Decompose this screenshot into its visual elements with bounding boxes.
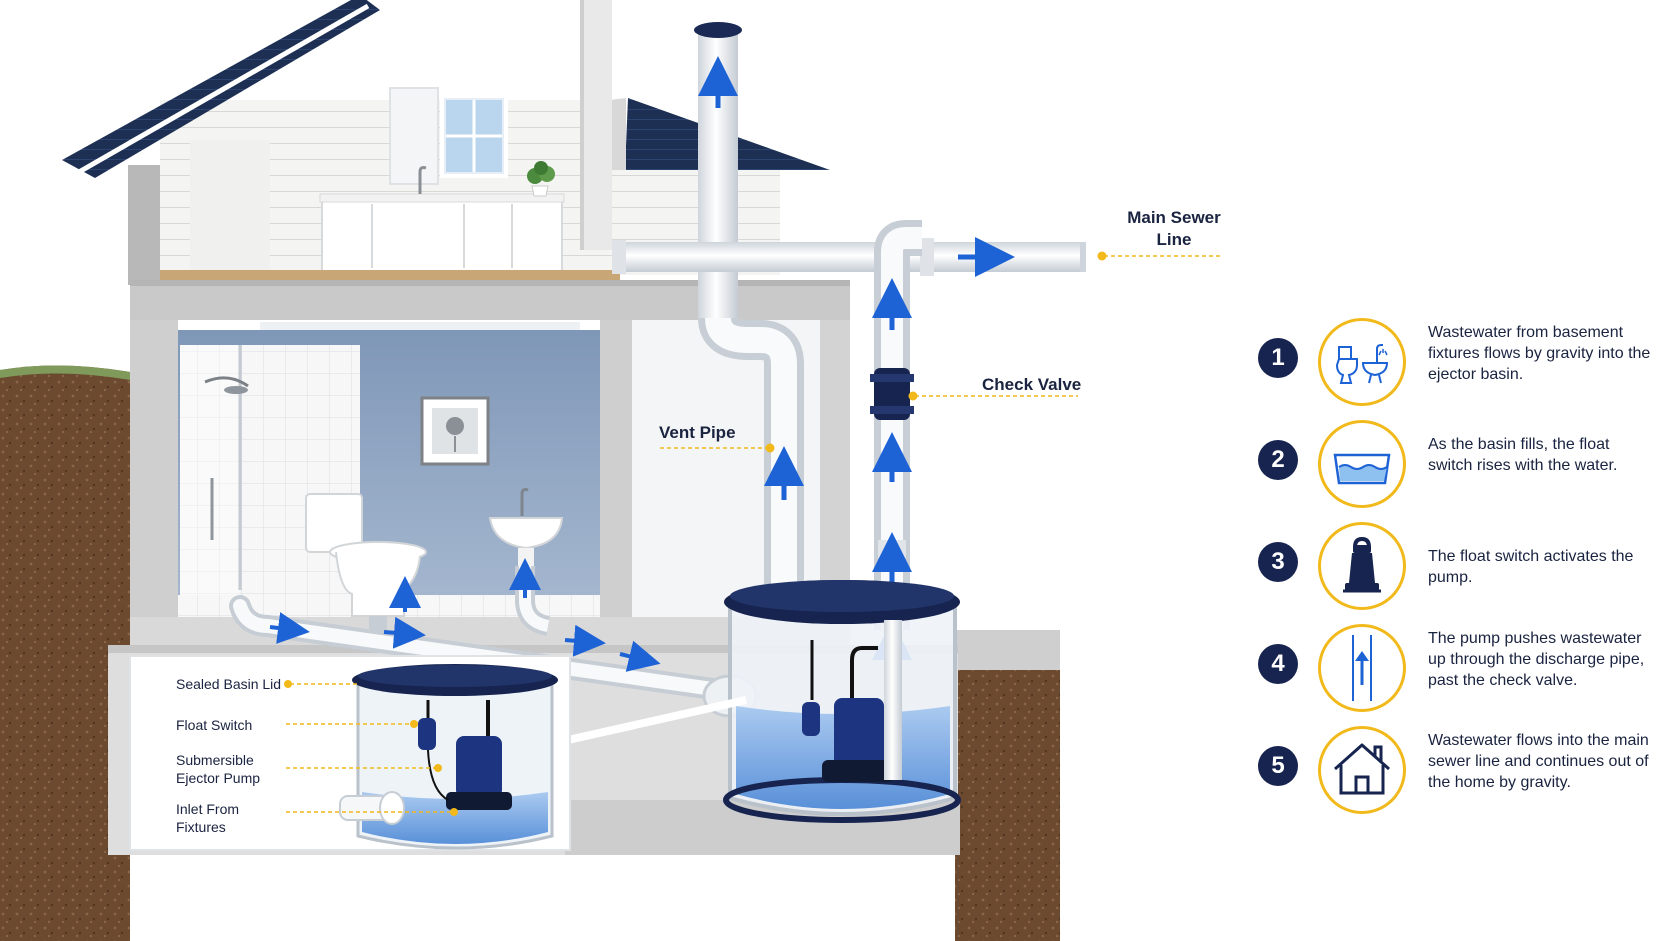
pump-icon (1318, 522, 1406, 610)
step-number: 5 (1258, 746, 1298, 786)
basin-water-icon (1318, 420, 1406, 508)
basin-detail-inset (129, 655, 747, 851)
submersible-ejector-pump-label: Submersible Ejector Pump (176, 752, 261, 786)
main-sewer-pipe (612, 237, 1086, 277)
discharge-pipe-arrow-icon (1318, 624, 1406, 712)
check-valve-label: Check Valve (982, 375, 1082, 394)
ejector-basin (723, 580, 961, 823)
vent-pipe-label: Vent Pipe (659, 423, 736, 442)
inlet-from-fixtures-label: Inlet From Fixtures (176, 801, 240, 835)
step-text: Wastewater flows into the main sewer lin… (1428, 732, 1649, 791)
step-number: 3 (1258, 542, 1298, 582)
step-text: The pump pushes wastewater up through th… (1428, 630, 1645, 689)
step-4: 4 The pump pushes wastewater up through … (1258, 624, 1658, 720)
sealed-basin-lid-label: Sealed Basin Lid (176, 676, 282, 692)
step-number: 4 (1258, 644, 1298, 684)
step-text: Wastewater from basement fixtures flows … (1428, 324, 1651, 383)
step-text: As the basin fills, the float switch ris… (1428, 436, 1618, 474)
step-number: 1 (1258, 338, 1298, 378)
step-5: 5 Wastewater flows into the main sewer l… (1258, 726, 1658, 822)
step-text: The float switch activates the pump. (1428, 548, 1634, 586)
step-number: 2 (1258, 440, 1298, 480)
toilet-sink-icon (1318, 318, 1406, 406)
discharge-pipe (870, 220, 922, 666)
step-3: 3 The float switch activates the pump. (1258, 522, 1658, 618)
step-1: 1 Wastewater from basement fixtures flow… (1258, 318, 1658, 414)
float-switch-label: Float Switch (176, 717, 253, 733)
house-icon (1318, 726, 1406, 814)
soil-ground (0, 365, 1060, 941)
callout-leaders (660, 251, 1222, 453)
step-2: 2 As the basin fills, the float switch r… (1258, 420, 1658, 516)
main-sewer-line-label: Main Sewer Line (1127, 208, 1221, 249)
